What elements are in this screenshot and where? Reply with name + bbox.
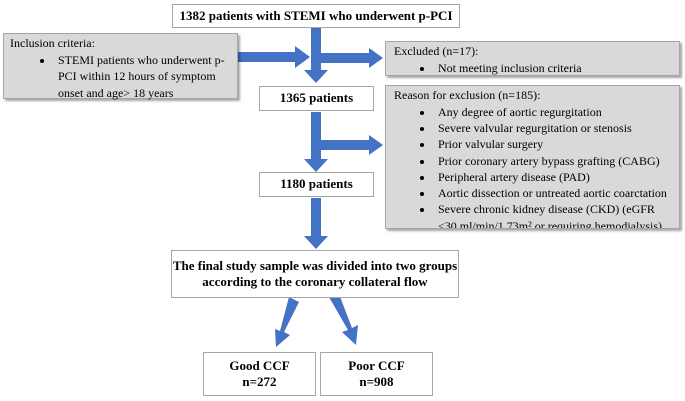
final-sample-line-2: according to the coronary collateral flo…	[202, 274, 428, 289]
inclusion-criteria-box: Inclusion criteria: STEMI patients who u…	[3, 33, 238, 102]
exclusion-reason-item: Prior coronary artery bypass grafting (C…	[434, 153, 669, 169]
patients-1180-text: 1180 patients	[280, 176, 353, 192]
total-patients-text: 1382 patients with STEMI who underwent p…	[179, 7, 453, 23]
arrow-down-1	[304, 27, 328, 83]
arrow-right-excluded-185	[321, 135, 383, 155]
arrow-right-inclusion	[238, 46, 310, 68]
excluded-17-title: Excluded (n=17):	[394, 44, 479, 58]
exclusion-reason-item: Any degree of aortic regurgitation	[434, 104, 669, 120]
good-ccf-box: Good CCF n=272	[203, 352, 316, 396]
poor-ccf-box: Poor CCF n=908	[320, 352, 433, 396]
patients-1180-box: 1180 patients	[259, 172, 374, 197]
exclusion-reason-item: Severe chronic kidney disease (CKD) (eGF…	[434, 201, 669, 228]
poor-ccf-count: n=908	[359, 374, 394, 389]
good-ccf-title: Good CCF	[229, 357, 290, 373]
final-sample-line-1: The final study sample was divided into …	[172, 257, 458, 273]
excluded-185-title: Reason for exclusion (n=185):	[394, 88, 541, 102]
final-sample-box: The final study sample was divided into …	[171, 250, 459, 298]
patients-1365-box: 1365 patients	[259, 86, 374, 111]
patients-1365-text: 1365 patients	[279, 90, 354, 106]
good-ccf-count: n=272	[242, 374, 277, 389]
arrow-right-excluded-17	[321, 48, 383, 68]
exclusion-reason-item: Severe valvular regurgitation or stenosi…	[434, 120, 669, 136]
arrow-diagonal-poor	[329, 294, 358, 345]
exclusion-reason-item: Prior valvular surgery	[434, 136, 669, 152]
arrow-down-2	[304, 112, 328, 172]
excluded-17-box: Excluded (n=17): Not meeting inclusion c…	[385, 41, 680, 76]
exclusion-reason-item: Aortic dissection or untreated aortic co…	[434, 185, 669, 201]
exclusion-reason-item: Peripheral artery disease (PAD)	[434, 169, 669, 185]
total-patients-box: 1382 patients with STEMI who underwent p…	[172, 4, 460, 28]
inclusion-item: STEMI patients who underwent p-PCI withi…	[54, 52, 227, 102]
inclusion-title: Inclusion criteria:	[10, 36, 95, 50]
excluded-17-item: Not meeting inclusion criteria	[434, 60, 671, 77]
arrow-diagonal-good	[275, 297, 299, 347]
excluded-185-box: Reason for exclusion (n=185): Any degree…	[385, 85, 680, 229]
poor-ccf-title: Poor CCF	[348, 357, 405, 373]
arrow-down-3	[304, 198, 328, 249]
